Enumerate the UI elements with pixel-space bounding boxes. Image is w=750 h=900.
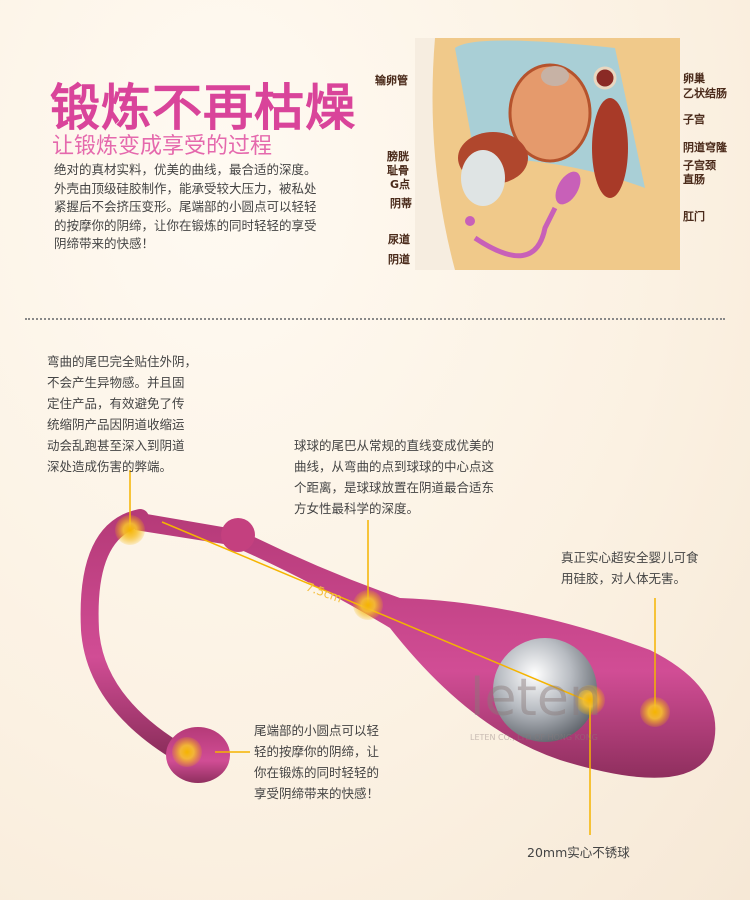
note-curve: 球球的尾巴从常规的直线变成优美的 曲线，从弯曲的点到球球的中心点这 个距离，是球… xyxy=(294,435,494,519)
watermark-text: LETEN CO., LTD OF HONG KONG xyxy=(470,733,598,742)
label-fornix: 阴道穹隆 xyxy=(683,141,727,154)
callout-dot-silicone xyxy=(640,697,670,727)
label-clitoris: 阴蒂 xyxy=(390,197,412,210)
note-line: 尾端部的小圆点可以轻 xyxy=(254,723,380,738)
intro-line: 的按摩你的阴缔，让你在锻炼的同时轻轻的享受 xyxy=(54,217,317,233)
page-title: 锻炼不再枯燥 xyxy=(50,78,356,137)
label-cervix: 子宫颈 xyxy=(683,159,716,172)
note-line: 方女性最科学的深度。 xyxy=(294,501,420,516)
label-pubic-bone: 耻骨 xyxy=(387,164,409,177)
section-divider xyxy=(25,318,725,320)
note-line: 你在锻炼的同时轻轻的 xyxy=(254,765,380,780)
note-line: 用硅胶，对人体无害。 xyxy=(561,571,687,586)
page-subtitle: 让锻炼变成享受的过程 xyxy=(52,134,273,159)
note-line: 真正实心超安全婴儿可食 xyxy=(561,550,699,565)
note-line: 曲线，从弯曲的点到球球的中心点这 xyxy=(294,459,495,474)
intro-line: 外壳由顶级硅胶制作，能承受较大压力，被私处 xyxy=(54,180,317,196)
callout-dot-ball xyxy=(575,685,605,715)
note-line: 个距离，是球球放置在阴道最合适东 xyxy=(294,480,495,495)
label-urethra: 尿道 xyxy=(388,233,410,246)
callout-dot-end xyxy=(172,737,202,767)
label-fallopian-tube: 输卵管 xyxy=(375,74,408,87)
label-ovary: 卵巢 xyxy=(683,72,705,85)
callout-dot-tail xyxy=(115,515,145,545)
note-silicone: 真正实心超安全婴儿可食 用硅胶，对人体无害。 xyxy=(561,547,699,589)
label-rectum: 直肠 xyxy=(683,173,705,186)
note-line: 统缩阴产品因阴道收缩运 xyxy=(47,417,185,432)
note-line: 定住产品，有效避免了传 xyxy=(47,396,185,411)
note-line: 球球的尾巴从常规的直线变成优美的 xyxy=(294,438,495,453)
note-tail: 弯曲的尾巴完全贴住外阴， 不会产生异物感。并且固 定住产品，有效避免了传 统缩阴… xyxy=(47,351,197,477)
label-sigmoid-colon: 乙状结肠 xyxy=(683,87,727,100)
note-line: 轻的按摩你的阴缔，让 xyxy=(254,744,380,759)
product-illustration: 7.5cm leten LETEN CO., LTD OF HONG KONG xyxy=(80,470,716,835)
note-line: 深处造成伤害的弊端。 xyxy=(47,459,173,474)
label-g-spot: G点 xyxy=(390,178,411,191)
label-uterus: 子宫 xyxy=(683,113,705,126)
intro-text: 绝对的真材实料，优美的曲线，最合适的深度。 外壳由顶级硅胶制作，能承受较大压力，… xyxy=(54,161,364,254)
label-bladder: 膀胱 xyxy=(387,150,409,163)
callout-dot-curve xyxy=(353,590,383,620)
note-line: 动会乱跑甚至深入到阴道 xyxy=(47,438,185,453)
anatomy-diagram xyxy=(415,38,680,270)
note-line: 不会产生异物感。并且固 xyxy=(47,375,185,390)
label-vagina: 阴道 xyxy=(388,253,410,266)
watermark-logo: leten xyxy=(470,668,602,728)
note-end-dot: 尾端部的小圆点可以轻 轻的按摩你的阴缔，让 你在锻炼的同时轻轻的 享受阴缔带来的… xyxy=(254,720,379,804)
note-line: 弯曲的尾巴完全贴住外阴， xyxy=(47,354,198,369)
ball-label: 20mm实心不锈球 xyxy=(527,845,630,860)
label-anus: 肛门 xyxy=(683,210,705,223)
intro-line: 阴缔带来的快感！ xyxy=(54,236,155,251)
note-line: 享受阴缔带来的快感！ xyxy=(254,786,380,801)
intro-line: 绝对的真材实料，优美的曲线，最合适的深度。 xyxy=(54,162,317,177)
intro-line: 紧握后不会挤压变形。尾端部的小圆点可以轻轻 xyxy=(54,199,317,214)
